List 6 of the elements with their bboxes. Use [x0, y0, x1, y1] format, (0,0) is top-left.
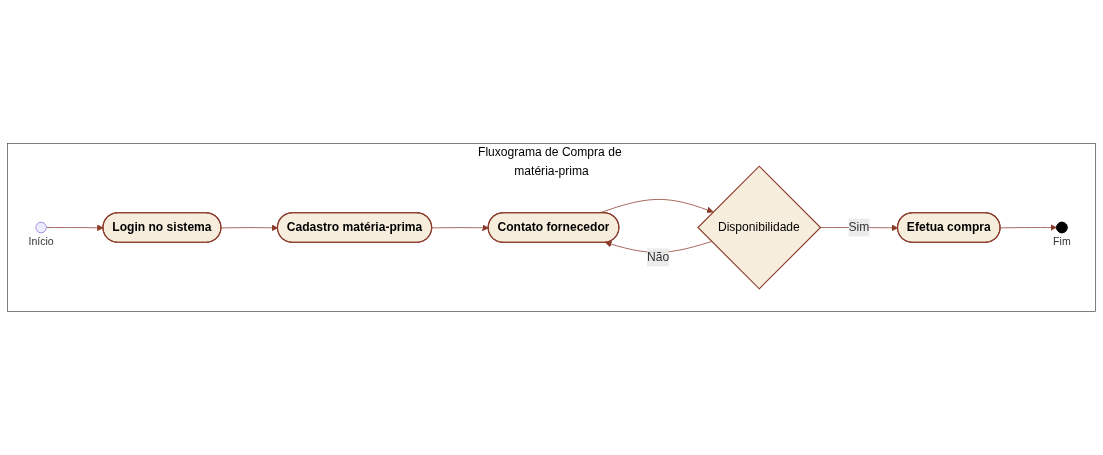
node-diamond: Disponibilidade: [697, 165, 822, 290]
node-circle: [35, 221, 47, 234]
node-caption: Início: [28, 234, 54, 247]
edge-label: Sim: [848, 220, 870, 234]
edge-label: Não: [647, 250, 670, 264]
node-caption: Fim: [1053, 234, 1071, 247]
